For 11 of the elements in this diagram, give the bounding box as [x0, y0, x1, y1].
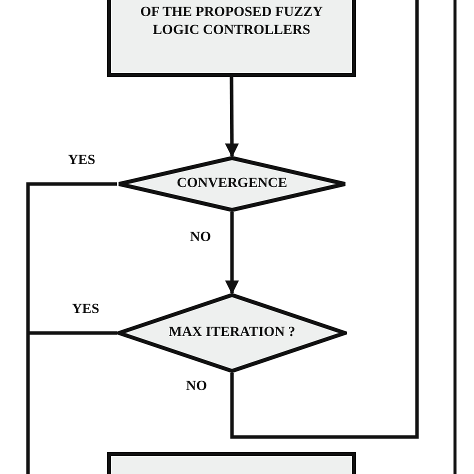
connector-line: [28, 331, 117, 335]
decision-diamond: [117, 293, 347, 373]
process-box: [107, 0, 356, 77]
connector-line: [26, 182, 117, 474]
connector-line: [230, 0, 419, 439]
arrow: [224, 76, 239, 158]
arrow: [225, 212, 239, 294]
node-label: CONVERGENCE: [176, 175, 288, 193]
node-label: MAX ITERATION ?: [168, 324, 296, 342]
decision-diamond: [117, 156, 347, 212]
node-label: OF THE PROPOSED FUZZY LOGIC CONTROLLERS: [139, 4, 324, 40]
